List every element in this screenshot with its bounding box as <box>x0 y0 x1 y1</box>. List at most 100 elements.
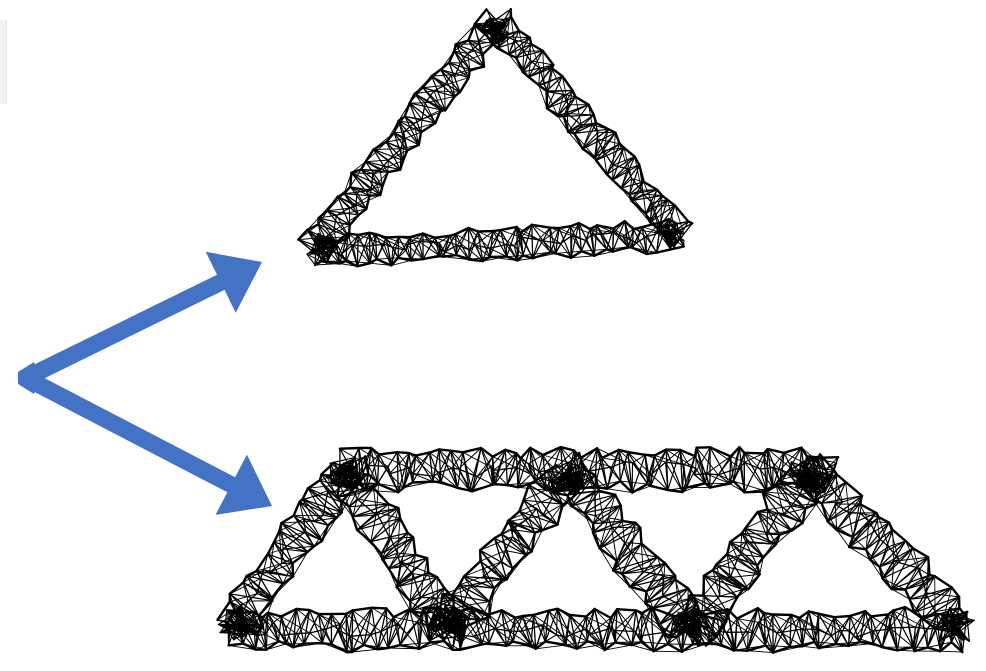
mesh-edge <box>393 132 408 151</box>
mesh-edge <box>614 641 633 647</box>
mesh-edge <box>385 138 404 143</box>
mesh-edge <box>619 479 634 494</box>
mesh-edge <box>370 517 401 543</box>
mesh-edge <box>530 223 552 229</box>
mesh-edge <box>881 577 893 591</box>
mesh-edge <box>702 594 727 623</box>
mesh-edge <box>555 486 576 490</box>
mesh-edge <box>705 455 732 475</box>
mesh-edge <box>406 143 420 152</box>
mesh-edge <box>631 644 655 652</box>
mesh-edge <box>521 613 535 618</box>
mesh-edge <box>396 451 399 493</box>
mesh-edge <box>693 446 711 476</box>
mesh-edge <box>455 25 475 45</box>
mesh-edge <box>344 468 361 480</box>
mesh-edge <box>532 239 540 259</box>
mesh-edge <box>381 537 392 560</box>
mesh-edge <box>802 645 820 649</box>
mesh-edge <box>685 447 698 489</box>
mesh-edge <box>396 552 416 556</box>
mesh-edge <box>620 168 629 189</box>
mesh-edge <box>501 517 529 535</box>
mesh-edge <box>715 611 749 633</box>
mesh-edge <box>649 194 663 223</box>
mesh-edge <box>904 575 936 591</box>
mesh-edge <box>627 164 640 170</box>
mesh-edge <box>245 575 273 599</box>
mesh-edge <box>352 244 358 267</box>
mesh-edge <box>321 524 330 542</box>
mesh-edge <box>517 473 532 488</box>
mesh-edge <box>494 628 514 643</box>
mesh-edge <box>440 50 455 71</box>
mesh-edge <box>636 226 643 244</box>
mesh-edge <box>318 217 351 226</box>
mesh-edge <box>926 587 953 599</box>
mesh-edge <box>601 457 633 464</box>
mesh-edge <box>877 516 891 524</box>
mesh-edge <box>365 161 381 171</box>
mesh-edge <box>337 196 357 207</box>
mesh-edge <box>351 609 354 653</box>
blue-chevron-arrows <box>18 251 272 515</box>
mesh-edge <box>399 642 431 646</box>
mesh-edge <box>387 148 402 161</box>
mesh-edge <box>255 552 269 573</box>
mesh-edge <box>322 514 338 519</box>
mesh-edge <box>356 258 378 267</box>
mesh-edge <box>913 616 923 652</box>
mesh-edge <box>827 495 863 523</box>
mesh-edge <box>264 612 269 635</box>
mesh-edge <box>455 43 471 71</box>
mesh-edge <box>314 249 331 257</box>
mesh-edge <box>563 93 576 98</box>
mesh-edge <box>343 191 358 195</box>
mesh-edge <box>583 512 594 534</box>
mesh-edge <box>859 503 870 522</box>
mesh-edge <box>501 609 508 647</box>
mesh-edge <box>331 643 353 653</box>
mesh-edge <box>892 610 928 630</box>
mesh-edge <box>427 625 435 632</box>
mesh-edge <box>492 230 508 258</box>
mesh-edge <box>709 642 735 652</box>
mesh-edge <box>434 630 454 651</box>
mesh-edge <box>767 448 804 479</box>
mesh-edge <box>338 629 348 653</box>
mesh-edge <box>491 448 507 458</box>
mesh-edge <box>512 536 527 556</box>
mesh-edge <box>911 547 930 559</box>
mesh-edge <box>369 232 394 248</box>
mesh-edge <box>527 463 537 483</box>
mesh-edge <box>422 84 445 89</box>
mesh-edge <box>809 475 822 498</box>
mesh-edge <box>865 520 870 550</box>
mesh-edge <box>622 235 633 249</box>
mesh-edge <box>654 227 680 233</box>
mesh-edge <box>392 608 411 619</box>
mesh-edge <box>326 207 350 212</box>
mesh-edge <box>546 463 558 472</box>
mesh-edge <box>888 522 900 561</box>
mesh-edge <box>914 611 936 629</box>
mesh-edge <box>651 199 668 204</box>
mesh-edge <box>913 592 926 613</box>
mesh-edge <box>438 467 453 474</box>
mesh-edge <box>729 483 745 493</box>
mesh-edge <box>390 536 414 539</box>
mesh-edge <box>795 472 829 488</box>
mesh-edge <box>822 472 829 485</box>
mesh-edge <box>615 608 638 612</box>
mesh-edge <box>522 499 564 505</box>
mesh-edge <box>584 607 596 618</box>
mesh-edge <box>438 472 459 489</box>
mesh-edge <box>547 610 567 646</box>
mesh-edge <box>356 511 378 531</box>
mesh-edge <box>512 550 533 570</box>
mesh-edge <box>506 8 512 38</box>
mesh-edge <box>500 533 527 556</box>
mesh-edge <box>879 546 890 568</box>
mesh-edge <box>388 503 390 538</box>
mesh-edge <box>431 75 446 112</box>
